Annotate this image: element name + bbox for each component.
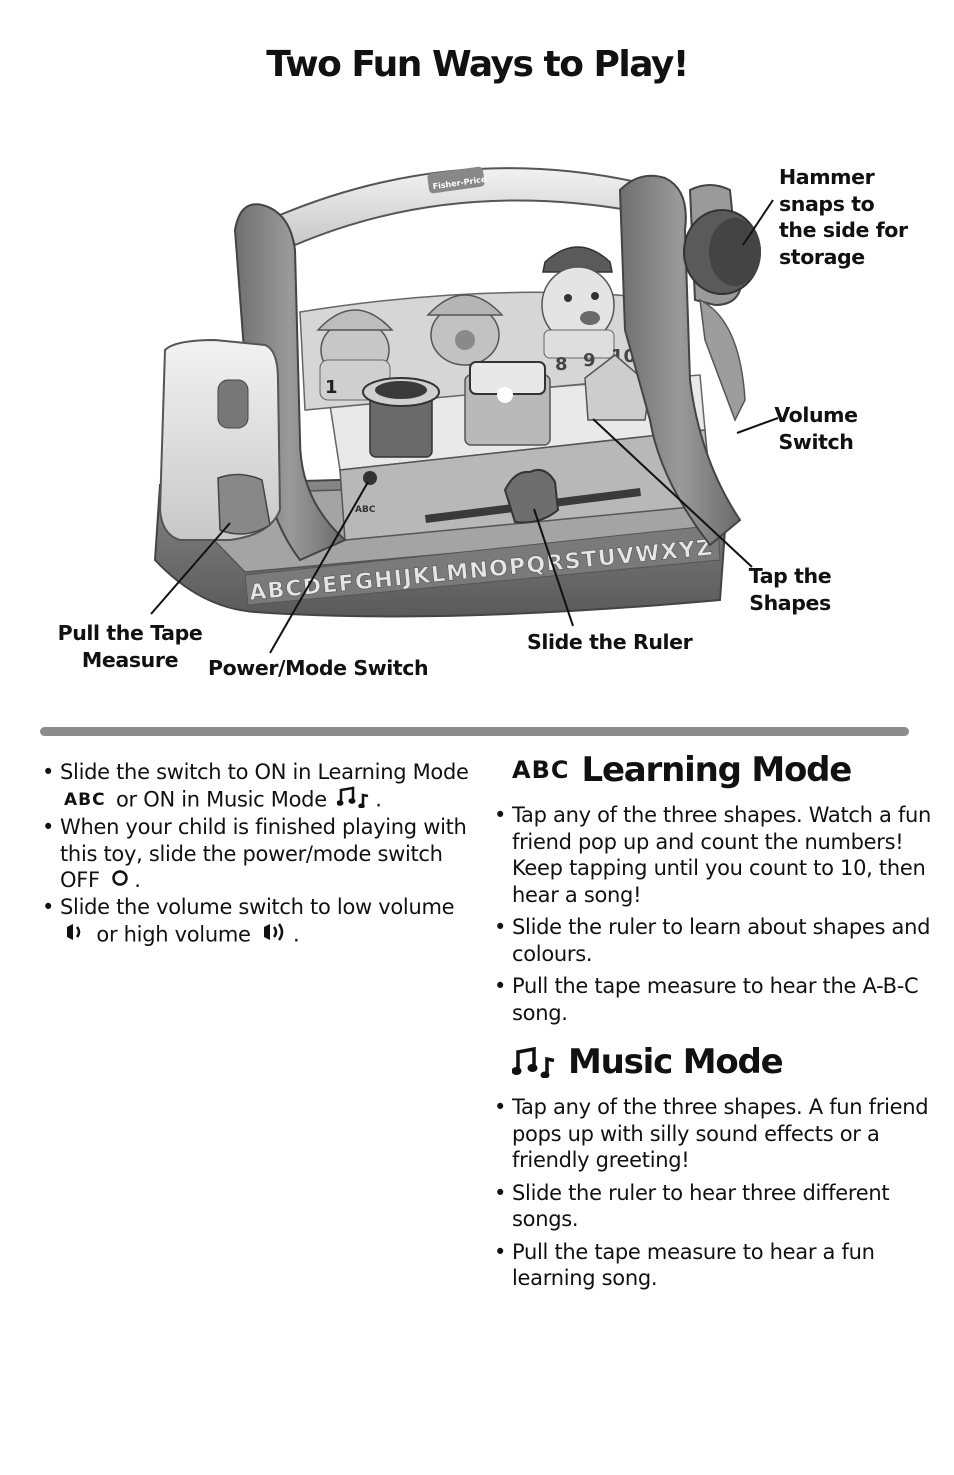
friend-figure-2 — [426, 294, 504, 366]
callout-slide-ruler: Slide the Ruler — [527, 630, 693, 654]
setup-bullet-on: Slide the switch to ON in Learning Mode … — [40, 759, 480, 814]
music-mode-title: Music Mode — [568, 1042, 784, 1082]
setup-bullet-off: When your child is finished playing with… — [40, 814, 480, 894]
callout-volume-switch: Volume Switch — [774, 403, 858, 454]
tap-leader — [592, 418, 753, 568]
off-circle-icon — [110, 868, 130, 895]
abc-icon: ABC — [64, 789, 106, 810]
music-bullet-tape: Pull the tape measure to hear a fun lear… — [492, 1239, 932, 1292]
music-mode-heading: Music Mode — [512, 1040, 932, 1084]
tape-measure — [158, 338, 282, 541]
number-print-8: 8 — [555, 354, 568, 375]
friend-figure-1 — [316, 309, 394, 401]
callout-tap-shapes: Tap the Shapes — [748, 564, 832, 615]
learning-mode-heading: ABC Learning Mode — [512, 748, 932, 792]
learning-bullet-ruler: Slide the ruler to learn about shapes an… — [492, 914, 932, 967]
callout-tape-measure: Pull the Tape Measure — [57, 621, 203, 672]
left-pillar — [233, 203, 347, 562]
right-pillar — [618, 174, 742, 547]
toy-illustration: ABCDEFGHIJKLMNOPQRSTUVWXYZ ABC — [0, 150, 954, 710]
square-shape-peg — [464, 361, 551, 446]
toy-drawing: ABCDEFGHIJKLMNOPQRSTUVWXYZ ABC — [150, 166, 779, 654]
tape-leader — [150, 522, 231, 615]
abc-icon: ABC — [512, 756, 570, 784]
ruler-slider — [503, 469, 560, 524]
power-switch — [363, 471, 377, 485]
section-divider — [40, 727, 909, 736]
music-bullet-shapes: Tap any of the three shapes. A fun frien… — [492, 1094, 932, 1174]
ruler-leader — [533, 508, 574, 627]
music-bullet-ruler: Slide the ruler to hear three different … — [492, 1180, 932, 1233]
circle-shape-peg — [362, 377, 440, 458]
learning-bullet-tape: Pull the tape measure to hear the A-B-C … — [492, 973, 932, 1026]
setup-instructions: Slide the switch to ON in Learning Mode … — [40, 759, 480, 949]
switch-print: ABC — [355, 505, 376, 515]
learning-mode-list: Tap any of the three shapes. Watch a fun… — [492, 802, 932, 1026]
hammer-leader — [742, 199, 774, 246]
volume-leader — [736, 417, 779, 434]
number-print-1: 1 — [325, 377, 338, 398]
high-volume-icon — [261, 921, 289, 950]
callout-hammer: Hammer snaps to the side for storage — [779, 165, 908, 269]
learning-bullet-shapes: Tap any of the three shapes. Watch a fun… — [492, 802, 932, 908]
play-modes: ABC Learning Mode Tap any of the three s… — [492, 748, 932, 1298]
number-print-9: 9 — [583, 350, 596, 371]
power-leader — [269, 481, 369, 654]
music-mode-list: Tap any of the three shapes. A fun frien… — [492, 1094, 932, 1292]
music-notes-icon — [512, 1046, 556, 1078]
friend-figure-3 — [541, 246, 615, 359]
callout-power-mode-switch: Power/Mode Switch — [208, 656, 429, 680]
page-title: Two Fun Ways to Play! — [266, 44, 689, 85]
music-notes-icon — [336, 786, 371, 815]
low-volume-icon — [64, 921, 86, 950]
learning-mode-title: Learning Mode — [581, 750, 852, 790]
setup-bullet-volume: Slide the volume switch to low volume or… — [40, 894, 480, 949]
hammer — [683, 184, 761, 422]
